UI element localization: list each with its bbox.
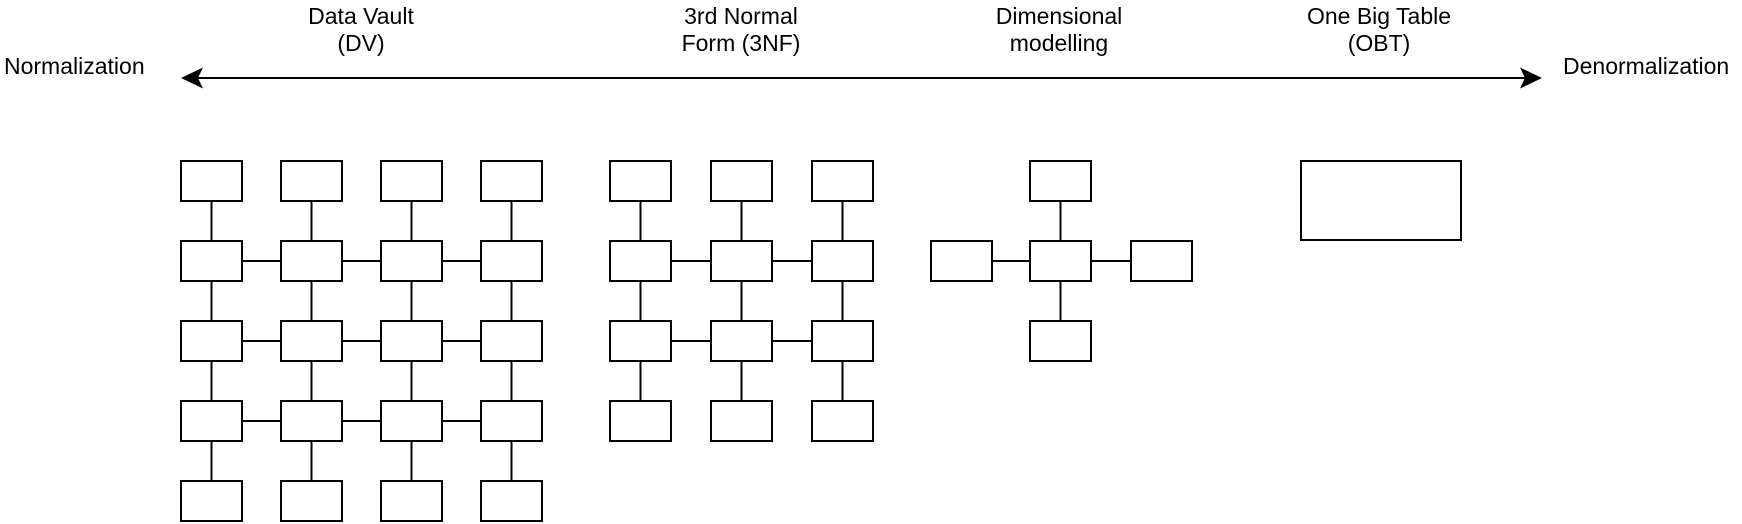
data-vault-table-node <box>180 400 243 442</box>
approach-label-dimensional-modelling: Dimensional modelling <box>996 3 1123 57</box>
data-vault-table-node <box>180 160 243 202</box>
third-normal-form-table-node <box>710 240 773 282</box>
normalization-label: Normalization <box>4 53 145 79</box>
approach-label-line2: (DV) <box>337 30 385 56</box>
data-vault-table-node <box>280 320 343 362</box>
approach-label-line1: 3rd Normal <box>684 3 798 29</box>
data-vault-table-node <box>480 400 543 442</box>
third-normal-form-table-node <box>609 320 672 362</box>
approach-label-one-big-table: One Big Table (OBT) <box>1307 3 1451 57</box>
data-vault-table-node <box>180 480 243 522</box>
data-vault-table-node <box>480 320 543 362</box>
third-normal-form-table-node <box>811 240 874 282</box>
data-vault-table-node <box>380 240 443 282</box>
dimensional-modelling-dimension-node <box>1029 160 1092 202</box>
dimensional-modelling-fact-node <box>1029 240 1092 282</box>
approach-label-third-normal-form: 3rd Normal Form (3NF) <box>682 3 801 57</box>
approach-label-line1: Dimensional <box>995 3 1123 29</box>
dimensional-modelling-dimension-node <box>1130 240 1193 282</box>
third-normal-form-table-node <box>811 400 874 442</box>
approach-label-line1: One Big Table <box>1306 3 1452 29</box>
third-normal-form-table-node <box>710 320 773 362</box>
approach-label-line2: Form (3NF) <box>681 30 801 56</box>
third-normal-form-table-node <box>609 160 672 202</box>
third-normal-form-table-node <box>811 320 874 362</box>
data-vault-table-node <box>180 240 243 282</box>
data-vault-table-node <box>480 160 543 202</box>
data-vault-table-node <box>380 160 443 202</box>
axis-arrow-left-head <box>181 67 203 89</box>
axis-arrow-right-head <box>1520 67 1542 89</box>
data-vault-table-node <box>380 480 443 522</box>
data-vault-table-node <box>480 240 543 282</box>
dimensional-modelling-dimension-node <box>930 240 993 282</box>
data-vault-table-node <box>280 400 343 442</box>
third-normal-form-table-node <box>609 240 672 282</box>
third-normal-form-table-node <box>811 160 874 202</box>
data-vault-table-node <box>280 480 343 522</box>
approach-label-line2: modelling <box>1009 30 1109 56</box>
data-vault-table-node <box>180 320 243 362</box>
data-vault-table-node <box>380 400 443 442</box>
data-vault-table-node <box>280 160 343 202</box>
data-vault-table-node <box>380 320 443 362</box>
approach-label-data-vault: Data Vault (DV) <box>308 3 414 57</box>
third-normal-form-table-node <box>710 160 773 202</box>
third-normal-form-table-node <box>710 400 773 442</box>
denormalization-label: Denormalization <box>1563 53 1730 79</box>
data-vault-table-node <box>280 240 343 282</box>
approach-label-line1: Data Vault <box>308 3 414 29</box>
third-normal-form-table-node <box>609 400 672 442</box>
approach-label-line2: (OBT) <box>1347 30 1411 56</box>
data-vault-table-node <box>480 480 543 522</box>
one-big-table-node <box>1300 160 1462 241</box>
dimensional-modelling-dimension-node <box>1029 320 1092 362</box>
